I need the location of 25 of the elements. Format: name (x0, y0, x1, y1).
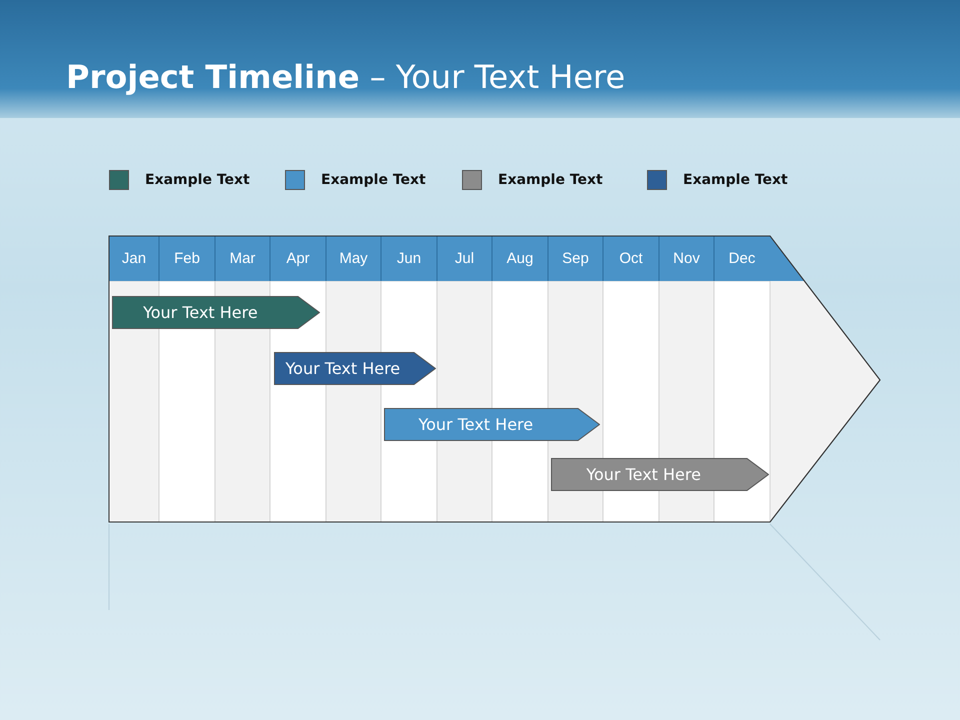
month-header: Oct (618, 249, 644, 269)
task-bar (384, 408, 600, 441)
bar-label: Your Text Here (585, 464, 702, 486)
task-bar (112, 296, 320, 329)
month-header: Mar (228, 249, 256, 269)
month-header: Apr (285, 249, 311, 269)
month-header: Dec (728, 249, 756, 269)
task-bar (551, 458, 769, 491)
month-header: Jun (396, 249, 422, 269)
month-header: Jan (120, 249, 148, 269)
month-header: Jul (454, 249, 476, 269)
month-header: Sep (561, 249, 590, 269)
bar-label: Your Text Here (417, 414, 534, 436)
bar-label: Your Text Here (284, 358, 402, 380)
task-bar (274, 352, 436, 385)
legend-label: Example Text (145, 172, 250, 188)
slide-title: Project Timeline – Your Text Here (66, 58, 626, 96)
month-header: Nov (672, 249, 701, 269)
legend-label: Example Text (498, 172, 603, 188)
month-header: Aug (506, 249, 534, 269)
bar-label: Your Text Here (142, 302, 259, 324)
month-header: May (338, 249, 369, 269)
legend-label: Example Text (683, 172, 788, 188)
legend-label: Example Text (321, 172, 426, 188)
month-header: Feb (173, 249, 201, 269)
